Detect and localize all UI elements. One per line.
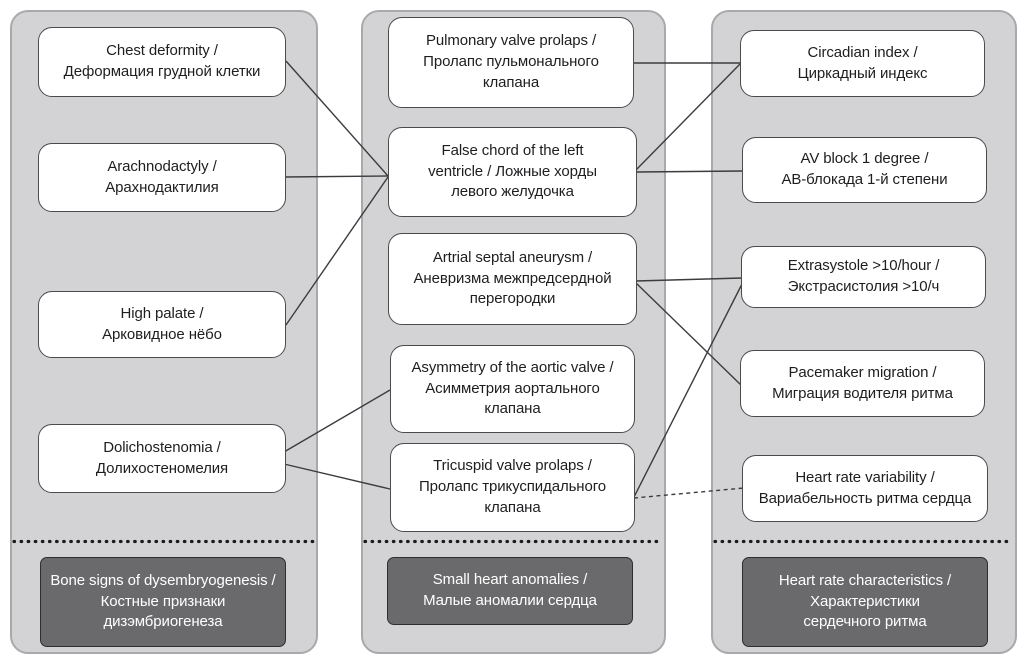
node-av-block-1-degree: AV block 1 degree / АВ-блокада 1-й степе… — [742, 137, 987, 203]
connection-chest-deformity-false-chord — [285, 60, 389, 177]
node-dolichostenomia: Dolichostenomia / Долихостеномелия — [38, 424, 286, 493]
node-aortic-valve-asymmetry: Asymmetry of the aortic valve / Асимметр… — [390, 345, 635, 433]
node-high-palate: High palate / Арковидное нёбо — [38, 291, 286, 358]
connection-dolichostenomia-aortic-valve-asymmetry — [283, 389, 391, 453]
node-heart-rate-variability: Heart rate variability / Вариабельность … — [742, 455, 988, 522]
footer-small-heart-anomalies: Small heart anomalies / Малые аномалии с… — [387, 557, 633, 625]
panel-heart-rate-characteristics — [711, 10, 1017, 654]
node-circadian-index: Circadian index / Циркадный индекс — [740, 30, 985, 97]
connection-tricuspid-valve-prolaps-extrasystole — [633, 283, 743, 498]
node-extrasystole: Extrasystole >10/hour / Экстрасистолия >… — [741, 246, 986, 308]
connection-false-chord-circadian-index — [635, 63, 741, 171]
connection-arachnodactyly-false-chord — [283, 175, 389, 178]
connection-high-palate-false-chord — [285, 176, 389, 326]
node-pacemaker-migration: Pacemaker migration / Миграция водителя … — [740, 350, 985, 417]
node-arachnodactyly: Arachnodactyly / Арахнодактилия — [38, 143, 286, 212]
connection-tricuspid-valve-prolaps-heart-rate-variability — [633, 487, 745, 499]
panel-small-heart-anomalies — [361, 10, 666, 654]
node-tricuspid-valve-prolaps: Tricuspid valve prolaps / Пролапс трикус… — [390, 443, 635, 532]
connection-atrial-septal-aneurysm-pacemaker-migration — [635, 282, 743, 387]
node-atrial-septal-aneurysm: Artrial septal aneurysm / Аневризма межп… — [388, 233, 637, 325]
connection-atrial-septal-aneurysm-extrasystole — [635, 277, 743, 282]
connection-dolichostenomia-tricuspid-valve-prolaps — [283, 463, 391, 490]
footer-heart-rate-characteristics: Heart rate characteristics / Характерист… — [742, 557, 988, 647]
connection-false-chord-av-block — [635, 170, 745, 173]
footer-bone-signs: Bone signs of dysembryogenesis / Костные… — [40, 557, 286, 647]
node-false-chord: False chord of the left ventricle / Ложн… — [388, 127, 637, 217]
node-pulmonary-valve-prolaps: Pulmonary valve prolaps / Пролапс пульмо… — [388, 17, 634, 108]
node-chest-deformity: Chest deformity / Деформация грудной кле… — [38, 27, 286, 97]
